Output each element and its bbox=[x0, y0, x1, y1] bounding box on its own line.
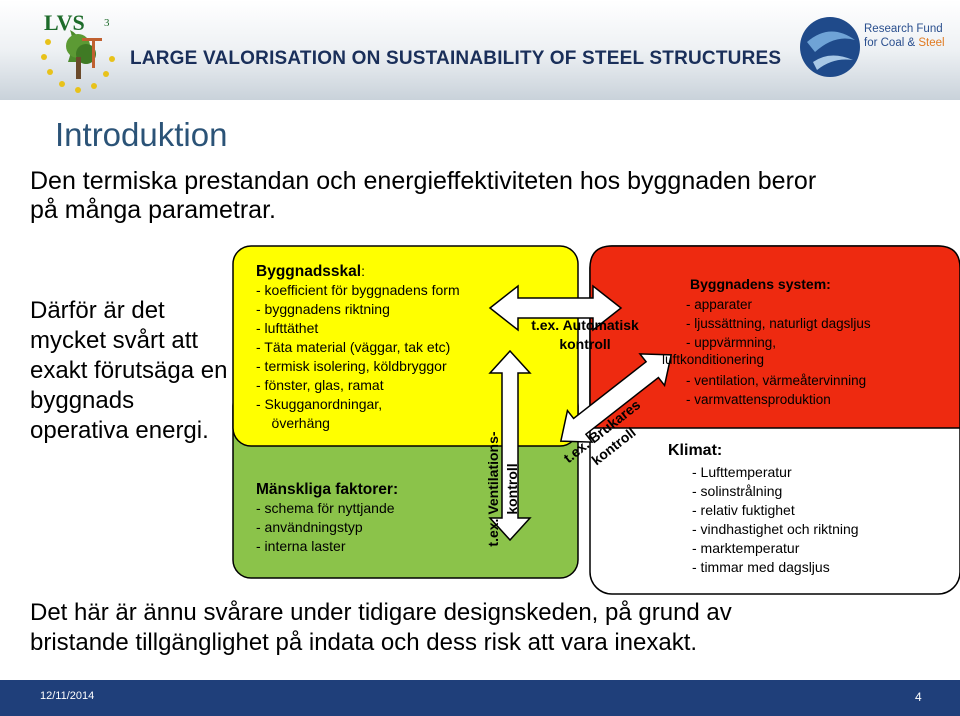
star-ring-icon bbox=[41, 39, 115, 93]
system-item: - ventilation, värmeåtervinning bbox=[686, 373, 867, 388]
globe-icon bbox=[800, 17, 860, 77]
page-number: 4 bbox=[915, 690, 922, 704]
system-items: - apparater - ljussättning, naturligt da… bbox=[686, 295, 871, 352]
side-text: Därför är det mycket svårt att exakt för… bbox=[30, 297, 228, 444]
automatic-control-label: t.ex. Automatisk kontroll bbox=[505, 316, 665, 354]
human-item: - användningstyp bbox=[256, 519, 363, 535]
climate-item: - solinstrålning bbox=[692, 483, 783, 499]
ventilation-control-arrow bbox=[488, 349, 532, 542]
climate-item: - relativ fuktighet bbox=[692, 502, 795, 518]
building-item: - byggnadens riktning bbox=[256, 301, 390, 317]
ventilation-control-label: t.ex. Ventilations- kontroll bbox=[484, 424, 522, 554]
red-box bbox=[589, 245, 960, 429]
rfcs-line2: for Coal & Steel bbox=[864, 36, 945, 50]
bottom-text: Det här är ännu svårare under tidigare d… bbox=[30, 598, 732, 658]
rfcs-line2a: for Coal & bbox=[864, 37, 919, 49]
yellow-box bbox=[232, 245, 579, 447]
rfcs-logo bbox=[800, 17, 860, 77]
system-item: - ljussättning, naturligt dagsljus bbox=[686, 316, 871, 331]
automatic-control-arrow bbox=[488, 284, 623, 332]
building-item: - koefficient för byggnadens form bbox=[256, 282, 460, 298]
intro-line-2: på många parametrar. bbox=[30, 196, 276, 224]
intro-text: Den termiska prestandan och energieffekt… bbox=[30, 167, 816, 225]
lvs3-logo: LVS 3 bbox=[41, 10, 115, 93]
climate-item: - Lufttemperatur bbox=[692, 464, 792, 480]
footer-date: 12/11/2014 bbox=[40, 690, 95, 702]
building-item: - lufttäthet bbox=[256, 320, 319, 336]
rfcs-logo-text: Research Fund for Coal & Steel bbox=[864, 22, 945, 50]
building-item: - termisk isolering, köldbryggor bbox=[256, 358, 447, 374]
header-title: LARGE VALORISATION ON SUSTAINABILITY OF … bbox=[130, 48, 782, 69]
system-item-wrap: luftkonditionering bbox=[662, 352, 765, 367]
bottom-line-1: Det här är ännu svårare under tidigare d… bbox=[30, 599, 732, 626]
climate-items: - Lufttemperatur - solinstrålning - rela… bbox=[692, 463, 859, 577]
svg-text:3: 3 bbox=[104, 17, 110, 29]
intro-line-1: Den termiska prestandan och energieffekt… bbox=[30, 167, 817, 195]
system-item: - varmvattensproduktion bbox=[686, 392, 831, 407]
system-item: - uppvärmning, bbox=[686, 335, 777, 350]
user-control-arrow bbox=[559, 353, 673, 443]
building-title: Byggnadsskal bbox=[256, 263, 362, 280]
bottom-line-2: bristande tillgänglighet på indata och d… bbox=[30, 629, 698, 656]
automatic-line-1: t.ex. Automatisk bbox=[531, 317, 639, 333]
human-item: - schema för nyttjande bbox=[256, 500, 395, 516]
building-envelope-text: Byggnadsskal: - koefficient för byggnade… bbox=[256, 262, 460, 433]
building-item: - fönster, glas, ramat bbox=[256, 377, 384, 393]
rfcs-line2b: Steel bbox=[918, 37, 945, 49]
system-title: Byggnadens system: bbox=[690, 276, 831, 292]
ventilation-line-2: kontroll bbox=[504, 463, 520, 515]
building-item: - Täta material (väggar, tak etc) bbox=[256, 339, 451, 355]
building-item: - Skugganordningar, bbox=[256, 396, 383, 412]
building-title-suffix: : bbox=[361, 263, 365, 279]
svg-text:LVS: LVS bbox=[44, 10, 85, 35]
climate-item: - vindhastighet och riktning bbox=[692, 521, 859, 537]
header-band bbox=[0, 0, 960, 100]
human-factors-text: Mänskliga faktorer: - schema för nyttjan… bbox=[256, 480, 398, 556]
footer-band bbox=[0, 680, 960, 716]
ventilation-line-1: t.ex. Ventilations- bbox=[485, 431, 501, 547]
climate-item: - marktemperatur bbox=[692, 540, 800, 556]
climate-title: Klimat: bbox=[668, 442, 723, 459]
human-title: Mänskliga faktorer: bbox=[256, 481, 399, 498]
building-item: överhäng bbox=[256, 415, 330, 431]
climate-item: - timmar med dagsljus bbox=[692, 559, 830, 575]
automatic-line-2: kontroll bbox=[559, 336, 611, 352]
diagram-canvas bbox=[232, 245, 960, 595]
system-items-2: - ventilation, värmeåtervinning - varmva… bbox=[686, 371, 866, 409]
slide-title: Introduktion bbox=[55, 116, 228, 153]
human-item: - interna laster bbox=[256, 538, 346, 554]
system-item: - apparater bbox=[686, 297, 753, 312]
rfcs-line1: Research Fund bbox=[864, 23, 943, 35]
